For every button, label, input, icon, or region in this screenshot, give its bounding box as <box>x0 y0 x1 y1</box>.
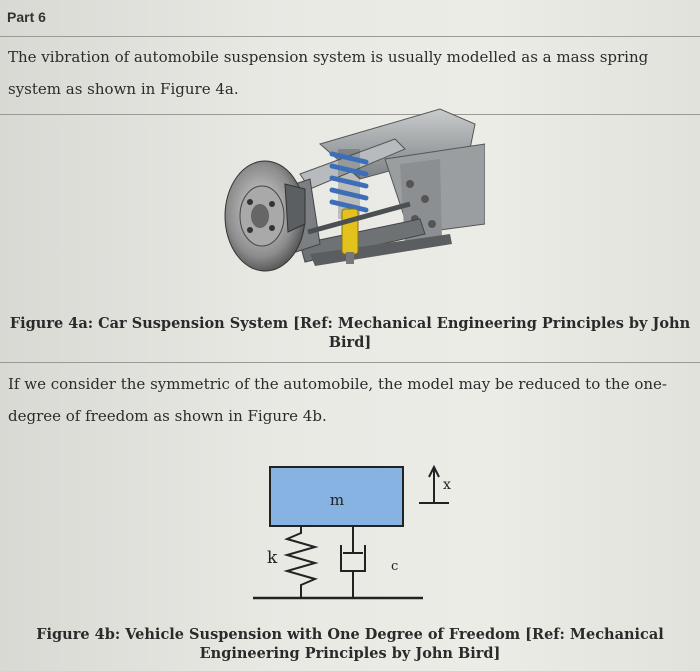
spring-label: k <box>267 548 278 568</box>
suspension-photo <box>224 108 485 272</box>
part-title: Part 6 <box>7 9 46 25</box>
figure-4b-caption-line-2: Engineering Principles by John Bird] <box>199 645 501 662</box>
body-paragraph: If we consider the symmetric of the auto… <box>8 368 667 432</box>
intro-paragraph: The vibration of automobile suspension s… <box>8 41 648 105</box>
photo-top-divider <box>0 114 700 115</box>
figure-4a-caption: Figure 4a: Car Suspension System [Ref: M… <box>8 314 692 352</box>
mass-block <box>269 466 404 527</box>
figure-4b-caption: Figure 4b: Vehicle Suspension with One D… <box>8 625 692 663</box>
intro-line-2: system as shown in Figure 4a. <box>8 80 239 98</box>
damper <box>340 526 366 598</box>
displacement-label: x <box>443 477 451 493</box>
mass-spring-damper-diagram: m k c x <box>253 464 451 600</box>
top-divider <box>0 36 700 37</box>
body-line-1: If we consider the symmetric of the auto… <box>8 375 667 393</box>
body-line-2: degree of freedom as shown in Figure 4b. <box>8 407 327 425</box>
figure-4a-caption-line-1: Figure 4a: Car Suspension System [Ref: M… <box>9 315 691 332</box>
mid-divider <box>0 362 700 363</box>
damper-label: c <box>391 559 398 574</box>
intro-line-1: The vibration of automobile suspension s… <box>8 48 649 66</box>
figure-4a-caption-line-2: Bird] <box>328 334 372 351</box>
mass-label: m <box>330 491 344 509</box>
figure-4b-caption-line-1: Figure 4b: Vehicle Suspension with One D… <box>36 626 664 643</box>
spring <box>283 526 319 598</box>
displacement-arrow <box>419 464 449 504</box>
